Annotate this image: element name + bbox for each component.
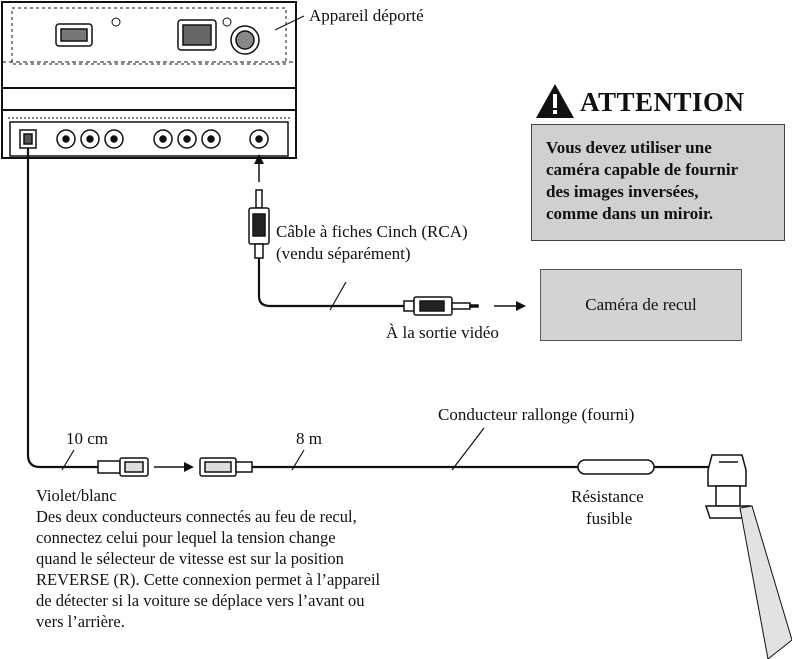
small-knobs (111, 17, 232, 27)
note-title: Violet/blanc (36, 486, 117, 505)
rca-plug-horizontal (403, 296, 479, 316)
note-line: REVERSE (R). Cette connexion permet à l’… (36, 570, 381, 589)
long-length-leader (291, 449, 305, 471)
caution-title: ATTENTION (580, 87, 745, 117)
violet-white-note: Violet/blanc Des deux conducteurs connec… (36, 485, 380, 632)
video-output-label: À la sortie vidéo (386, 323, 499, 342)
fuse-label-line1: Résistance (571, 487, 644, 506)
camera-arrow (494, 301, 526, 311)
caution-line: caméra capable de fournir (546, 160, 739, 179)
wire-tap-connector (704, 454, 752, 519)
connect-arrow (154, 462, 194, 472)
rca-cable (257, 258, 404, 308)
caution-line: Vous devez utiliser une (546, 138, 712, 157)
rca-cable-label: Câble à fiches Cinch (RCA) (276, 222, 468, 241)
caution-line: comme dans un miroir. (546, 204, 714, 223)
note-line: de détecter si la voiture se déplace ver… (36, 591, 365, 610)
rear-camera-label: Caméra de recul (585, 295, 697, 314)
fuse-resistor (577, 459, 655, 475)
note-line: quand le sélecteur de vitesse est sur la… (36, 549, 344, 568)
note-line: vers l’arrière. (36, 612, 125, 631)
short-length-leader (61, 449, 75, 471)
caution-box: Vous devez utiliser une caméra capable d… (531, 124, 785, 241)
rca-arrow-up (254, 154, 264, 182)
rca-cable-note: (vendu séparément) (276, 244, 411, 263)
rca-plug-vertical (248, 189, 270, 259)
lead-connector-male (97, 457, 149, 477)
short-length-label: 10 cm (66, 429, 109, 448)
remote-unit-leader (274, 15, 305, 31)
warning-icon (536, 84, 574, 118)
fuse-label-line2: fusible (586, 509, 633, 528)
front-jacks (19, 129, 269, 149)
note-line: connectez celui pour lequel la tension c… (36, 528, 336, 547)
top-connector-middle (177, 19, 217, 51)
extension-leader (451, 427, 485, 471)
lead-connector-female (199, 457, 253, 477)
top-connector-left (55, 23, 93, 47)
top-connector-round (230, 25, 260, 55)
wire-beam (739, 505, 792, 659)
note-line: Des deux conducteurs connectés au feu de… (36, 507, 357, 526)
caution-line: des images inversées, (546, 182, 699, 201)
remote-unit-label: Appareil déporté (309, 6, 424, 25)
rear-camera-box: Caméra de recul (540, 269, 742, 341)
extension-lead-label: Conducteur rallonge (fourni) (438, 405, 635, 424)
long-length-label: 8 m (296, 429, 322, 448)
violet-white-lead (26, 148, 98, 469)
rca-leader (329, 281, 347, 311)
